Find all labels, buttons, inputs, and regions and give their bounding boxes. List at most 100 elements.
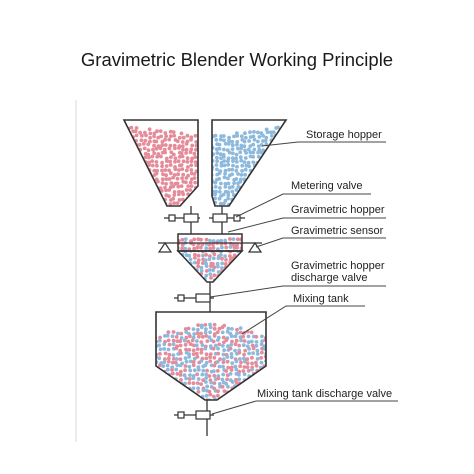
material-particle [246, 334, 251, 339]
material-particle [246, 197, 251, 202]
material-particle [240, 163, 245, 168]
material-particle [268, 189, 273, 194]
material-particle [177, 168, 181, 172]
material-particle [268, 150, 273, 155]
material-particle [212, 252, 217, 257]
material-particle [265, 130, 270, 135]
material-particle [188, 188, 193, 192]
material-particle [158, 394, 163, 398]
material-particle [171, 196, 176, 201]
mixing-tank [155, 311, 267, 401]
material-particle [196, 327, 200, 332]
material-particle [238, 326, 243, 330]
material-particle [236, 257, 241, 262]
material-particle [218, 186, 222, 190]
material-particle [159, 189, 164, 193]
material-particle [227, 150, 232, 155]
material-particle [170, 371, 175, 376]
material-particle [247, 164, 252, 169]
material-particle [219, 156, 223, 161]
material-particle [239, 146, 244, 151]
material-particle [274, 148, 278, 153]
material-particle [226, 365, 231, 370]
material-particle [192, 172, 197, 176]
label-discharge-valve-line2: discharge valve [291, 272, 367, 284]
material-particle [242, 356, 246, 361]
material-particle [262, 373, 266, 378]
material-particle [213, 133, 218, 138]
material-particle [150, 196, 155, 201]
material-particle [192, 151, 197, 156]
material-particle [156, 135, 161, 140]
material-particle [248, 144, 253, 149]
material-particle [134, 185, 138, 190]
material-particle [191, 327, 196, 331]
material-particle [239, 143, 244, 148]
material-particle [220, 377, 225, 382]
material-particle [134, 133, 139, 138]
material-particle [124, 143, 127, 147]
material-particle [220, 261, 225, 266]
material-particle [233, 364, 238, 369]
material-particle [268, 180, 273, 185]
material-particle [219, 238, 224, 243]
material-particle [274, 188, 278, 193]
material-particle [195, 278, 200, 282]
material-particle [265, 194, 269, 199]
material-particle [208, 325, 213, 330]
material-particle [152, 151, 157, 156]
material-particle [160, 168, 164, 173]
material-particle [162, 398, 167, 400]
material-particle [156, 376, 158, 381]
material-particle [231, 243, 236, 247]
material-particle [157, 363, 162, 368]
material-particle [127, 148, 132, 152]
material-particle [184, 151, 189, 155]
material-particle [227, 277, 232, 282]
material-particle [230, 397, 234, 400]
material-particle [233, 276, 237, 280]
material-particle [142, 198, 147, 202]
material-particle [229, 342, 234, 347]
material-particle [235, 142, 239, 147]
material-particle [273, 167, 278, 172]
material-particle [184, 168, 189, 173]
material-particle [242, 352, 247, 357]
material-particle [171, 330, 176, 334]
material-particle [235, 243, 240, 247]
material-particle [164, 164, 169, 168]
material-particle [208, 352, 213, 356]
material-particle [179, 331, 184, 336]
material-particle [134, 163, 139, 168]
material-particle [133, 129, 138, 134]
material-particle [193, 252, 197, 257]
material-particle [281, 161, 285, 165]
material-particle [260, 188, 265, 193]
material-particle [243, 135, 248, 140]
material-particle [221, 335, 226, 340]
material-particle [269, 134, 274, 138]
material-particle [194, 201, 198, 206]
material-particle [252, 130, 256, 134]
material-particle [148, 176, 152, 181]
material-particle [164, 134, 169, 139]
material-particle [188, 359, 193, 364]
material-particle [241, 277, 242, 282]
material-particle [249, 339, 254, 344]
material-particle [264, 135, 269, 140]
material-particle [234, 160, 239, 164]
material-particle [260, 339, 264, 343]
diagram-title: Gravimetric Blender Working Principle [80, 49, 394, 70]
material-particle [218, 190, 222, 194]
material-particle [165, 380, 170, 384]
metering-valve-right [209, 213, 245, 223]
mixing-tank-material [156, 322, 266, 400]
material-particle [243, 392, 247, 397]
material-particle [192, 176, 197, 180]
material-particle [215, 261, 220, 266]
material-particle [196, 264, 201, 269]
material-particle [255, 348, 260, 353]
material-particle [169, 155, 173, 160]
material-particle [178, 273, 179, 278]
material-particle [208, 246, 213, 251]
